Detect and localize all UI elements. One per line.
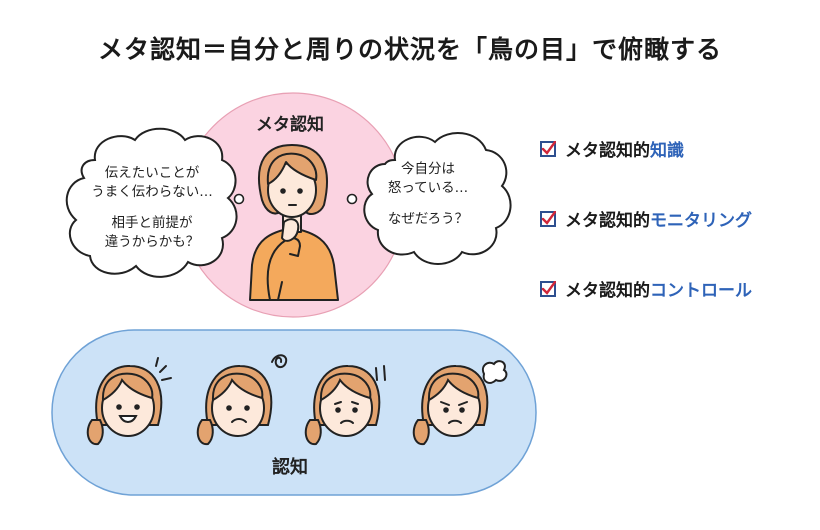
right-thought-line: なぜだろう？ [387, 211, 469, 227]
ninchi-capsule [51, 329, 537, 496]
right-thought-text: 今自分は 怒っている… なぜだろう？ [368, 160, 488, 229]
thinking-woman-illustration [249, 144, 339, 301]
right-thought-line: 今自分は [401, 161, 455, 177]
checkbox-checked-icon [540, 280, 556, 297]
face-worried [304, 364, 386, 446]
left-thought-dot [233, 193, 245, 205]
face-confused [196, 354, 288, 446]
page-title: メタ認知＝自分と周りの状況を「鳥の目」で俯瞰する [97, 35, 722, 64]
meta-cognition-label: メタ認知 [256, 115, 324, 135]
cognition-label: 認知 [272, 457, 308, 478]
left-thought-line: 違うからかも？ [104, 234, 200, 250]
checklist-highlight: モニタリング [650, 211, 752, 231]
checkbox-checked-icon [540, 210, 556, 227]
face-angry [412, 360, 508, 446]
checklist-prefix: メタ認知的 [565, 211, 650, 231]
checklist-prefix: メタ認知的 [565, 281, 650, 301]
checklist-highlight: コントロール [650, 281, 752, 301]
checklist-item-monitoring: メタ認知的 モニタリング [540, 206, 752, 231]
checklist-highlight: 知識 [650, 141, 684, 161]
checklist-item-knowledge: メタ認知的 知識 [540, 136, 684, 161]
left-thought-cloud [65, 127, 238, 278]
right-thought-line: 怒っている… [387, 180, 469, 196]
left-thought-line: うまく伝わらない… [91, 184, 213, 200]
left-thought-line: 相手と前提が [111, 215, 193, 231]
checklist-item-control: メタ認知的 コントロール [540, 276, 752, 301]
checklist-prefix: メタ認知的 [565, 141, 650, 161]
checkbox-checked-icon [540, 140, 556, 157]
right-thought-dot [346, 193, 358, 205]
left-thought-line: 伝えたいことが [104, 165, 200, 181]
left-thought-text: 伝えたいことが うまく伝わらない… 相手と前提が 違うからかも？ [72, 164, 232, 252]
face-smile [86, 357, 172, 446]
right-thought-cloud [363, 131, 512, 265]
